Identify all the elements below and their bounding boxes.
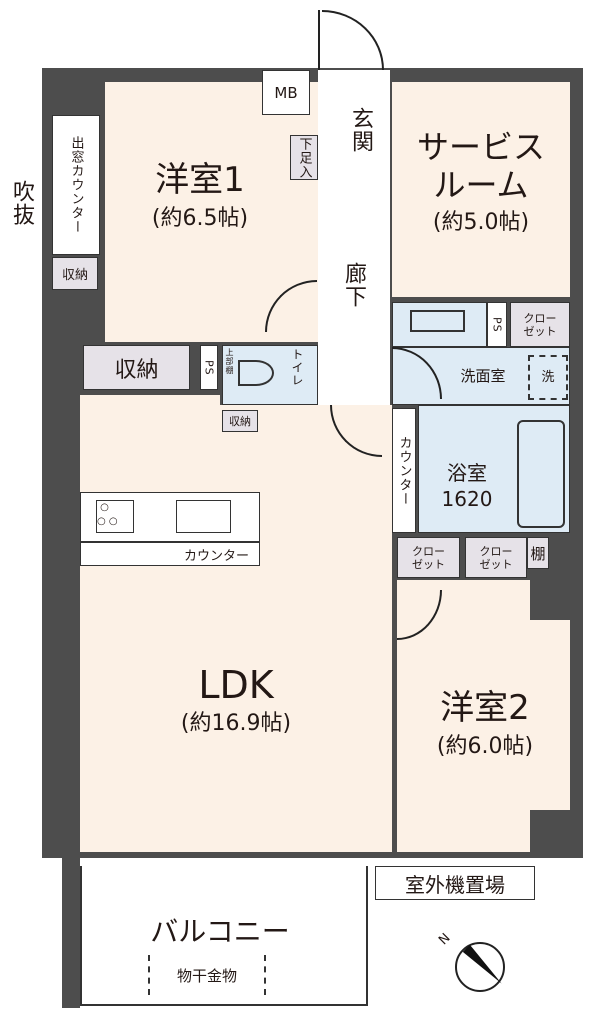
washroom-label: 洗面室 [460,367,506,385]
storage-toilet: 収納 [222,410,258,432]
toilet-icon [238,360,274,386]
storage-small: 収納 [52,257,98,290]
room-area: (約6.0帖) [436,734,534,759]
ldk-ext [80,395,220,407]
stove-icon: ○○ ○ [96,500,134,533]
room-area: (約6.5帖) [151,206,249,231]
ac-unit-space: 室外機置場 [375,866,535,900]
room-name-2: ルーム [433,166,529,204]
shoe-storage: 下足入 [290,135,318,180]
room-area: (約5.0帖) [432,210,530,235]
counter-vertical: カウンター [392,408,416,533]
balcony [80,866,368,1006]
room-name: 洋室1 [155,160,245,200]
hallway [318,70,390,406]
counter-label: カウンター [80,542,260,566]
sink-icon [410,310,465,332]
western-room-2-ext [530,620,570,810]
entrance-label: 玄関 [348,107,373,153]
kitchen-sink-icon [176,500,231,533]
shelf: 棚 [527,537,549,569]
service-room [392,82,570,297]
closet-label: クロー [412,544,445,558]
compass-icon [455,942,506,992]
storage: 収納 [83,345,190,390]
drying-rack: 物干金物 [148,955,266,995]
room-area: (約16.9帖) [180,711,292,736]
entry-door[interactable] [322,10,384,70]
room-name: LDK [198,663,274,707]
bathroom [418,405,570,533]
bathtub-icon [517,420,565,528]
compass-needle [462,944,506,988]
balcony-wall [62,858,80,1008]
void-label: 吹抜 [9,179,34,226]
room-name: 洋室2 [440,688,530,728]
compass-north-label: N [436,930,454,949]
closet-label: ゼット [523,324,557,338]
pipe-space: PS [200,345,218,390]
entry-door-frame [318,10,320,70]
vanity [392,302,487,347]
closet-label: ゼット [412,557,445,571]
closet-label: ゼット [479,557,513,571]
balcony-label: バルコニー [150,915,290,948]
meter-box: MB [262,70,310,115]
closet: クローゼット [510,302,570,347]
closet-label: クロー [523,311,557,325]
washer-space: 洗 [528,355,568,400]
closet: クローゼット [397,537,460,578]
pipe-space: PS [487,302,507,347]
room-name: サービス [416,128,545,166]
closet: クローゼット [465,537,527,578]
bath-size: 1620 [441,487,493,511]
hallway-label: 廊下 [341,262,366,308]
bathroom-label: 浴室 [447,461,487,485]
wall-left [62,290,80,850]
bay-window-counter: 出窓カウンター [52,115,100,255]
toilet-label: トイレ [290,348,304,387]
toilet-shelf-label: 上部棚 [225,348,234,375]
ldk [80,405,392,852]
closet-label: クロー [479,544,513,558]
